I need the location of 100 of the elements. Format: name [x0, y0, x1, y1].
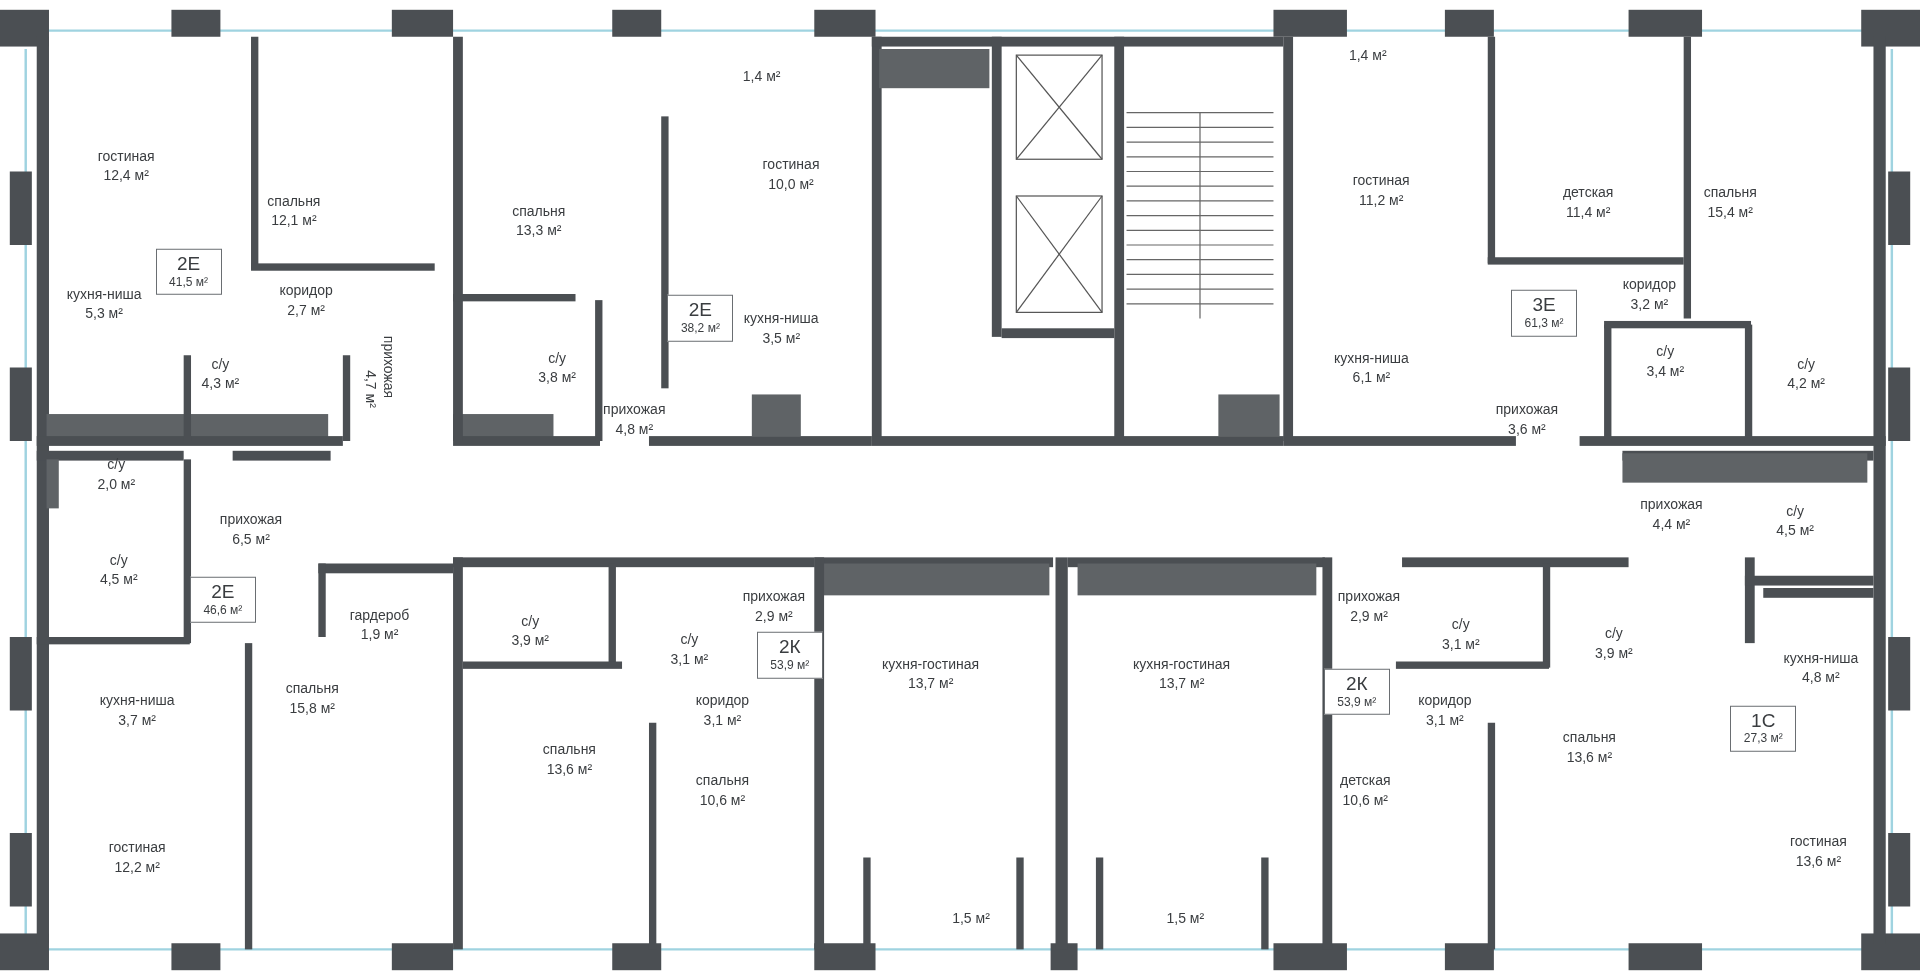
room-label: 3,1 м² [703, 713, 742, 727]
room-label: 1,5 м² [1166, 911, 1205, 926]
room-label: 2,0 м² [97, 476, 136, 491]
room-label: прихожая [219, 512, 283, 527]
room-label: 3,7 м² [118, 713, 156, 727]
room-label: 12,2 м² [114, 859, 160, 874]
apartment-type: 2К [777, 636, 802, 658]
room-label: кухня-ниша [66, 286, 142, 301]
room-label: 3,5 м² [762, 330, 801, 345]
room-label: 1,9 м² [360, 627, 399, 642]
room-label: 11,4 м² [1565, 204, 1611, 219]
room-label: 2,7 м² [287, 302, 325, 317]
room-label: с/у [211, 356, 230, 371]
room-label: кухня-гостиная [882, 656, 980, 671]
apartment-type: 1С [1750, 710, 1777, 732]
apartment-type: 2Е [175, 253, 202, 275]
room-label: прихожая [742, 589, 806, 604]
room-label: 12,1 м² [271, 213, 317, 228]
apartment-badge [155, 248, 222, 296]
room-label: 15,8 м² [289, 700, 335, 715]
apartment-badge [667, 295, 734, 342]
room-label: 6,1 м² [1352, 370, 1391, 385]
room-label: с/у [1656, 344, 1675, 359]
room-label: с/у [1797, 356, 1816, 371]
room-label: кухня-ниша [99, 693, 175, 708]
room-label: 13,6 м² [1795, 853, 1842, 868]
room-label: прихожая [382, 336, 397, 399]
room-label: 2,9 м² [1350, 608, 1388, 623]
apartment-area: 53,9 м² [1324, 694, 1389, 711]
room-label: кухня-ниша [743, 311, 819, 326]
room-label: с/у [1786, 503, 1805, 518]
room-label: прихожая [603, 401, 666, 416]
room-label: спальня [1703, 185, 1757, 200]
room-label: с/у [1451, 617, 1470, 632]
room-label: 2,9 м² [755, 608, 793, 623]
room-label: 12,4 м² [103, 168, 149, 183]
room-label: спальня [267, 193, 321, 208]
apartment-area: 61,3 м² [1512, 316, 1577, 332]
apartment-area: 46,6 м² [190, 602, 255, 619]
room-label: 11,2 м² [1359, 192, 1404, 207]
apartment-badge [189, 576, 256, 624]
room-label: 1,5 м² [952, 911, 990, 926]
room-label: детская [1340, 773, 1391, 787]
room-label: детская [1562, 185, 1614, 200]
room-label: 4,8 м² [1802, 670, 1840, 685]
room-label: гостиная [97, 148, 155, 163]
room-label: 3,1 м² [1426, 713, 1464, 727]
room-label: кухня-ниша [1783, 650, 1859, 665]
room-label: 4,7 м² [364, 370, 378, 409]
room-label: 4,5 м² [1776, 523, 1814, 538]
room-label: 6,5 м² [232, 531, 270, 546]
room-label: 3,4 м² [1646, 364, 1685, 378]
room-label: 3,2 м² [1630, 296, 1669, 311]
room-label: гостиная [762, 157, 820, 172]
room-label: коридор [279, 283, 333, 298]
room-label: с/у [1604, 626, 1623, 641]
room-label: 15,4 м² [1707, 204, 1753, 219]
room-label: с/у [109, 552, 128, 567]
room-label: спальня [1562, 730, 1616, 745]
room-label: 10,6 м² [1342, 792, 1388, 807]
room-label: 13,6 м² [1566, 749, 1613, 764]
room-label: 13,7 м² [1158, 676, 1205, 691]
room-label: спальня [542, 742, 596, 757]
room-label: гостиная [1352, 173, 1410, 187]
room-label: гардероб [349, 607, 410, 622]
room-label: 13,3 м² [516, 223, 562, 238]
room-label: 3,9 м² [511, 633, 549, 648]
room-label: кухня-гостиная [1133, 656, 1231, 671]
room-label: прихожая [1495, 401, 1559, 416]
room-label: 3,1 м² [1442, 637, 1480, 652]
room-label: 13,7 м² [907, 676, 954, 691]
apartment-type: 3Е [1531, 295, 1557, 317]
room-label: 4,5 м² [99, 572, 138, 587]
room-label: гостиная [108, 840, 166, 855]
room-label: 4,8 м² [615, 421, 654, 436]
room-label: кухня-ниша [1334, 350, 1409, 365]
room-label: коридор [1622, 277, 1677, 292]
room-label: 3,8 м² [538, 370, 576, 385]
room-label: 10,0 м² [768, 176, 814, 191]
apartment-type: 2Е [687, 300, 714, 321]
room-label: прихожая [1337, 589, 1401, 604]
room-label: с/у [680, 632, 699, 647]
apartment-type: 2Е [210, 581, 236, 603]
room-label: 4,2 м² [1787, 376, 1825, 391]
room-label: 3,9 м² [1595, 645, 1633, 660]
room-label: с/у [107, 457, 126, 472]
apartment-type: 2К [1344, 673, 1369, 695]
room-label: прихожая [1640, 497, 1703, 512]
apartment-area: 41,5 м² [156, 274, 221, 291]
room-label: 10,6 м² [699, 792, 746, 807]
room-label: 4,3 м² [201, 376, 240, 391]
room-label: с/у [548, 350, 567, 365]
room-label: коридор [1418, 693, 1472, 708]
room-label: спальня [285, 681, 339, 696]
room-label: спальня [695, 773, 749, 787]
apartment-badge [1730, 705, 1797, 752]
room-label: 3,6 м² [1508, 421, 1546, 436]
apartment-badge [756, 631, 823, 679]
room-label: 1,4 м² [742, 68, 781, 83]
room-label: спальня [512, 203, 566, 218]
